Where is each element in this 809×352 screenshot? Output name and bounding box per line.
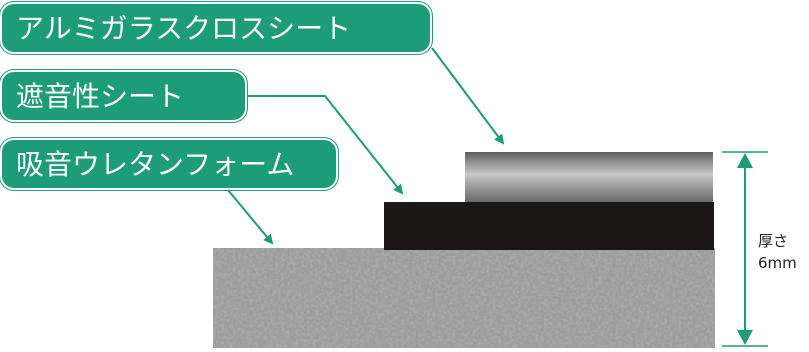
leader-line-foil [431, 47, 505, 145]
foam-texture [213, 248, 715, 348]
sound-insulation-sheet-layer [384, 202, 714, 250]
leader-line-foam [227, 189, 274, 245]
urethane-foam-label: 吸音ウレタンフォーム [0, 138, 338, 190]
urethane-foam-layer [213, 248, 715, 348]
aluminum-glass-cloth-label: アルミガラスクロスシート [0, 2, 432, 54]
thickness-dimension [722, 151, 768, 347]
sound-insulation-sheet-label: 遮音性シート [0, 70, 247, 122]
leader-line-sheet [247, 95, 404, 195]
thickness-annotation: 厚さ 6mm [758, 230, 797, 274]
thickness-value: 6mm [758, 254, 797, 272]
thickness-label: 厚さ [758, 232, 789, 250]
aluminum-glass-cloth-layer [465, 152, 713, 202]
